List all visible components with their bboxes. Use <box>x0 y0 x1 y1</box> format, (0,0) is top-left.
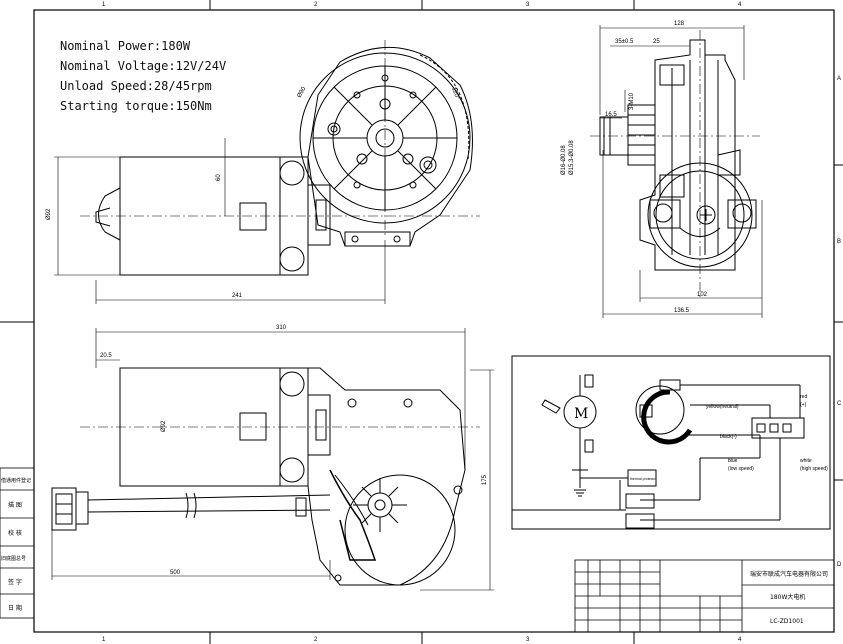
grid-col-2: 2 <box>314 2 318 8</box>
drawing-code: LC-ZD1001 <box>770 618 804 625</box>
dim-3m10: 3-M10 <box>629 92 635 110</box>
sheet-border <box>33 9 835 633</box>
dim-phi15: Ø15.3-Ø0.08 <box>569 140 575 175</box>
grid-row-a: A <box>837 76 841 82</box>
spec-speed: Unload Speed:28/45rpm <box>60 79 212 93</box>
grid-row-d: D <box>837 562 842 568</box>
dim-136-5: 136.5 <box>674 308 690 314</box>
side-table-row-5: 签 字 <box>8 578 22 586</box>
wire-black-label: black(-) <box>720 434 737 440</box>
grid-row-b: B <box>837 239 841 245</box>
motor-label: M <box>574 406 588 422</box>
title-block <box>574 559 835 633</box>
wire-yellow-label: yellow(neutral) <box>706 404 739 410</box>
dim-102: 102 <box>697 292 708 298</box>
grid-row-c: C <box>837 401 842 407</box>
spec-voltage: Nominal Voltage:12V/24V <box>60 59 226 73</box>
dim-35: 35±0.5 <box>615 39 634 45</box>
grid-col-3: 3 <box>526 2 530 8</box>
motor-front-view <box>80 40 480 276</box>
product-name: 180W大电机 <box>770 593 805 601</box>
company-name: 瑞安市联成汽车电器有限公司 <box>750 570 828 578</box>
dim-120: 120° <box>450 87 460 101</box>
dim-241: 241 <box>232 293 243 299</box>
dim-25: 25 <box>653 39 660 45</box>
grid-col-1: 1 <box>102 2 106 8</box>
dim-128: 128 <box>674 21 685 27</box>
bottom-view-dimensions <box>51 328 494 591</box>
motor-side-view <box>590 30 760 300</box>
dim-500: 500 <box>170 570 181 576</box>
side-view-dimensions <box>599 25 763 318</box>
grid-col-2-bottom: 2 <box>314 637 318 643</box>
front-view-dimensions <box>54 138 386 304</box>
dim-d92: Ø92 <box>46 208 52 220</box>
wire-white-label: white <box>800 458 812 464</box>
dim-60: 60 <box>216 174 222 181</box>
dim-175: 175 <box>482 474 488 485</box>
side-table-row-4: 旧底图总号 <box>1 555 26 562</box>
side-table-row-2: 描 图 <box>8 501 22 509</box>
side-table-row-1: 借通用件登记 <box>1 477 31 484</box>
spec-torque: Starting torque:150Nm <box>60 99 212 113</box>
grid-col-3-bottom: 3 <box>526 637 530 643</box>
wire-blue-label: blue <box>728 458 738 464</box>
dim-d90: Ø90 <box>297 86 308 99</box>
protector-label: thermal protector <box>630 477 657 481</box>
wire-red-sub-label: (+) <box>800 402 807 408</box>
motor-bottom-view <box>51 367 480 586</box>
spec-power: Nominal Power:180W <box>60 39 191 53</box>
wire-white-sub-label: (high speed) <box>800 466 828 472</box>
dim-phi16: Ø16-Ø0.08 <box>561 145 567 175</box>
grid-col-4-bottom: 4 <box>738 637 742 643</box>
side-table-row-3: 校 核 <box>8 529 22 537</box>
dim-16-5: 16.5 <box>605 112 617 118</box>
grid-col-1-bottom: 1 <box>102 637 106 643</box>
grid-col-4: 4 <box>738 2 742 8</box>
dim-310: 310 <box>276 325 287 331</box>
wire-blue-sub-label: (low speed) <box>728 466 754 472</box>
spec-block: Nominal Power:180W Nominal Voltage:12V/2… <box>60 39 226 113</box>
side-table-row-6: 日 期 <box>8 604 22 612</box>
dim-d92-bottom: Ø92 <box>161 420 167 432</box>
dim-20-5: 20.5 <box>100 353 112 359</box>
side-revision-table <box>0 467 35 619</box>
wiring-schematic <box>511 355 831 530</box>
wire-red-label: red <box>800 394 807 400</box>
